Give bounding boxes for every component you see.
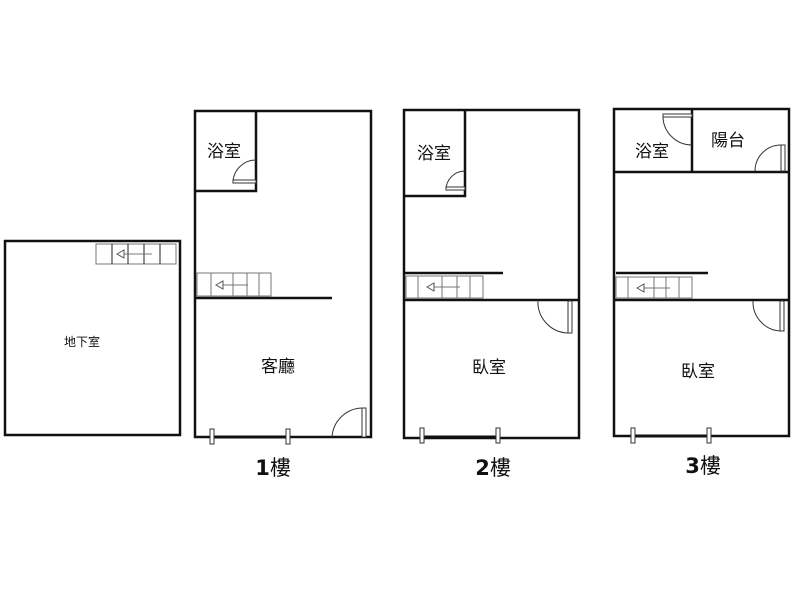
floor2-stairs — [405, 275, 484, 299]
room-label-basement: 地下室 — [64, 334, 100, 349]
floor-title-3: 3樓 — [685, 454, 721, 478]
floor1-plan: 浴室 客廳 1樓 — [193, 109, 373, 480]
room-label-bathroom: 浴室 — [635, 142, 669, 162]
basement-plan: 地下室 — [3, 239, 182, 437]
floor1-stairs — [196, 272, 272, 297]
door-arc-icon — [752, 300, 783, 332]
stair-arrow-icon — [115, 249, 125, 259]
door-arc-icon — [232, 159, 257, 184]
stair-arrow-icon — [635, 283, 645, 293]
door-arc-icon — [662, 114, 693, 146]
floor3-plan: 浴室 陽台 臥室 3樓 — [612, 107, 791, 478]
stair-arrow-icon — [425, 282, 435, 292]
room-label-bathroom: 浴室 — [207, 142, 241, 162]
room-label-living-room: 客廳 — [261, 357, 295, 377]
floor2-plan: 浴室 臥室 2樓 — [402, 108, 581, 480]
floor1-bathroom-wall — [195, 111, 258, 193]
floor2-bathroom-wall — [404, 110, 467, 198]
room-label-bedroom: 臥室 — [472, 358, 506, 378]
room-label-bathroom: 浴室 — [417, 144, 451, 164]
room-label-bedroom: 臥室 — [681, 362, 715, 382]
room-label-balcony: 陽台 — [711, 131, 745, 151]
floor3-stairs — [615, 276, 693, 299]
basement-outline — [3, 239, 182, 437]
floor-title-1: 1樓 — [255, 456, 291, 480]
door-arc-icon — [331, 407, 364, 438]
stair-arrow-icon — [214, 280, 224, 290]
floor-title-2: 2樓 — [475, 456, 511, 480]
door-arc-icon — [754, 144, 782, 172]
basement-stairs — [95, 243, 177, 265]
door-arc-icon — [537, 299, 570, 334]
